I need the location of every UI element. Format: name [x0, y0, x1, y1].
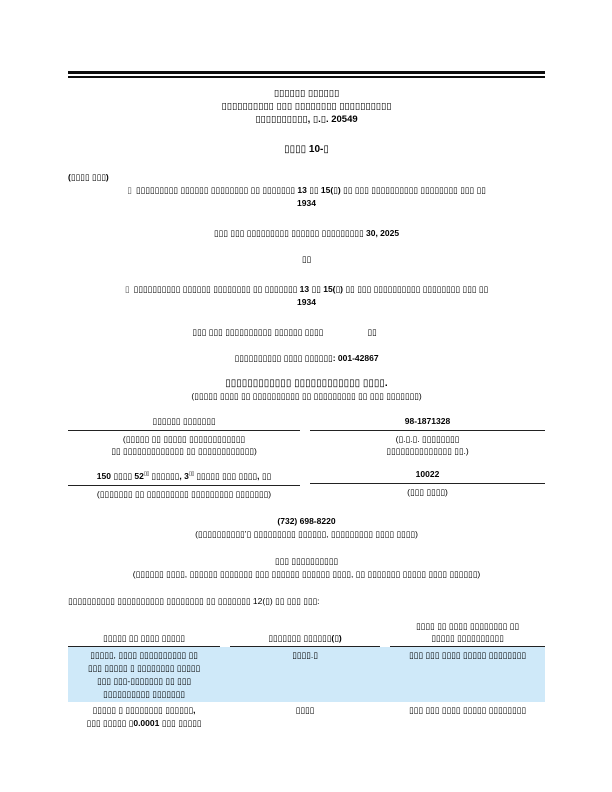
transition-report-text: ▯▯▯▯▯▯▯▯▯▯ ▯▯▯▯▯▯ ▯▯▯▯▯▯▯▯ ▯▯ ▯▯▯▯▯▯▯ 13… [133, 284, 489, 294]
header-exchange-name: ▯▯▯▯ ▯▯ ▯▯▯▯ ▯▯▯▯▯▯▯▯ ▯▯ ▯▯▯▯▯ ▯▯▯▯▯▯▯▯▯… [390, 620, 545, 647]
units-exchange: ▯▯▯ ▯▯▯ ▯▯▯▯ ▯▯▯▯▯ ▯▯▯▯▯▯▯▯ [408, 649, 527, 660]
securities-table: ▯▯▯▯▯ ▯▯ ▯▯▯▯ ▯▯▯▯▯ ▯▯▯▯▯▯▯ ▯▯▯▯▯▯(▯) ▯▯… [68, 620, 545, 730]
agency-address-line: ▯▯▯▯▯▯▯▯▯▯, ▯.▯. 20549 [255, 114, 358, 125]
quarterly-report-text: ▯▯▯▯▯▯▯▯▯ ▯▯▯▯▯▯ ▯▯▯▯▯▯▯▯ ▯▯ ▯▯▯▯▯▯▯ 13 … [135, 185, 486, 195]
transition-period-from: ▯▯▯ ▯▯▯ ▯▯▯▯▯▯▯▯▯▯ ▯▯▯▯▯▯ ▯▯▯▯ [192, 327, 324, 337]
shares-trading-symbol: ▯▯▯▯ [295, 704, 315, 715]
state-of-incorporation: ▯▯▯▯▯▯ ▯▯▯▯▯▯▯ [68, 415, 300, 431]
quarterly-period-line: ▯▯▯ ▯▯▯ ▯▯▯▯▯▯▯▯▯ ▯▯▯▯▯▯ ▯▯▯▯▯▯▯▯▯ 30, 2… [213, 228, 400, 238]
shares-exchange: ▯▯▯ ▯▯▯ ▯▯▯▯ ▯▯▯▯▯ ▯▯▯▯▯▯▯▯ [408, 704, 527, 715]
quarterly-report-item: ▯▯▯▯▯▯▯▯▯▯ ▯▯▯▯▯▯ ▯▯▯▯▯▯▯▯ ▯▯ ▯▯▯▯▯▯▯ 13… [68, 184, 545, 210]
units-trading-symbol: ▯▯▯▯.▯ [292, 649, 318, 660]
former-name-value: ▯▯▯ ▯▯▯▯▯▯▯▯▯▯ [274, 555, 339, 566]
table-row-units: ▯▯▯▯▯, ▯▯▯▯ ▯▯▯▯▯▯▯▯▯▯ ▯▯ ▯▯▯ ▯▯▯▯▯ ▯ ▯▯… [68, 646, 545, 702]
zip-code: 10022 [310, 468, 545, 484]
transition-checkbox-icon[interactable]: ▯ [124, 284, 130, 294]
top-double-rule [68, 71, 545, 78]
transition-period-to: ▯▯ [367, 327, 377, 337]
ein-caption: (▯.▯.▯. ▯▯▯▯▯▯▯▯ ▯▯▯▯▯▯▯▯▯▯▯▯▯▯ ▯▯.) [386, 434, 469, 456]
header-title-of-class: ▯▯▯▯▯ ▯▯ ▯▯▯▯ ▯▯▯▯▯ [68, 632, 220, 647]
ordinal-superscript: ▯▯ [188, 471, 195, 477]
ordinal-superscript: ▯▯ [143, 471, 150, 477]
state-column: ▯▯▯▯▯▯ ▯▯▯▯▯▯▯ (▯▯▯▯▯ ▯▯ ▯▯▯▯▯ ▯▯▯▯▯▯▯▯▯… [68, 415, 300, 457]
section-12b-line: ▯▯▯▯▯▯▯▯▯▯ ▯▯▯▯▯▯▯▯▯▯ ▯▯▯▯▯▯▯▯ ▯▯ ▯▯▯▯▯▯… [68, 595, 320, 606]
mark-one-label: (▯▯▯▯ ▯▯▯) [68, 172, 109, 182]
agency-name-line2: ▯▯▯▯▯▯▯▯▯▯ ▯▯▯ ▯▯▯▯▯▯▯▯ ▯▯▯▯▯▯▯▯▯▯ [221, 101, 392, 112]
header-trading-symbol: ▯▯▯▯▯▯▯ ▯▯▯▯▯▯(▯) [230, 632, 380, 647]
zip-caption: (▯▯▯ ▯▯▯▯) [407, 487, 448, 497]
incorporation-row: ▯▯▯▯▯▯ ▯▯▯▯▯▯▯ (▯▯▯▯▯ ▯▯ ▯▯▯▯▯ ▯▯▯▯▯▯▯▯▯… [68, 415, 545, 457]
telephone-caption: (▯▯▯▯▯▯▯▯▯▯’▯ ▯▯▯▯▯▯▯▯▯ ▯▯▯▯▯▯, ▯▯▯▯▯▯▯▯… [195, 528, 418, 539]
zip-column: 10022 (▯▯▯ ▯▯▯▯) [310, 468, 545, 500]
agency-name-line1: ▯▯▯▯▯▯ ▯▯▯▯▯▯ [273, 88, 340, 99]
ein-column: 98-1871328 (▯.▯.▯. ▯▯▯▯▯▯▯▯ ▯▯▯▯▯▯▯▯▯▯▯▯… [310, 415, 545, 457]
telephone-number: (732) 698-8220 [277, 515, 336, 526]
exact-name-caption: (▯▯▯▯▯ ▯▯▯▯ ▯▯ ▯▯▯▯▯▯▯▯▯▯ ▯▯ ▯▯▯▯▯▯▯▯▯ ▯… [191, 391, 422, 401]
address-caption: (▯▯▯▯▯▯▯ ▯▯ ▯▯▯▯▯▯▯▯▯ ▯▯▯▯▯▯▯▯▯ ▯▯▯▯▯▯▯) [96, 488, 272, 499]
quarterly-report-year: 1934 [297, 198, 316, 208]
state-caption: (▯▯▯▯▯ ▯▯ ▯▯▯▯▯ ▯▯▯▯▯▯▯▯▯▯▯▯ ▯▯ ▯▯▯▯▯▯▯▯… [111, 434, 257, 456]
transition-report-item: ▯▯▯▯▯▯▯▯▯▯▯ ▯▯▯▯▯▯ ▯▯▯▯▯▯▯▯ ▯▯ ▯▯▯▯▯▯▯ 1… [68, 283, 545, 309]
former-name-caption: (▯▯▯▯▯▯ ▯▯▯▯, ▯▯▯▯▯▯ ▯▯▯▯▯▯▯ ▯▯▯ ▯▯▯▯▯▯ … [132, 568, 481, 579]
table-row-shares: ▯▯▯▯▯ ▯ ▯▯▯▯▯▯▯▯ ▯▯▯▯▯▯, ▯▯▯ ▯▯▯▯▯ ▯0.00… [68, 702, 545, 730]
commission-file-number: ▯▯▯▯▯▯▯▯▯▯ ▯▯▯▯ ▯▯▯▯▯▯: 001-42867 [234, 353, 379, 363]
transition-report-year: 1934 [297, 297, 316, 307]
ein-number: 98-1871328 [310, 415, 545, 431]
securities-table-header: ▯▯▯▯▯ ▯▯ ▯▯▯▯ ▯▯▯▯▯ ▯▯▯▯▯▯▯ ▯▯▯▯▯▯(▯) ▯▯… [68, 620, 545, 647]
form-title: ▯▯▯▯ 10-▯ [284, 144, 329, 155]
address-row: 150 ▯▯▯▯ 52▯▯ ▯▯▯▯▯▯, 3▯▯ ▯▯▯▯▯ ▯▯▯ ▯▯▯▯… [68, 468, 545, 500]
transition-period-line: ▯▯▯ ▯▯▯ ▯▯▯▯▯▯▯▯▯▯ ▯▯▯▯▯▯ ▯▯▯▯ ▯▯ [68, 326, 545, 339]
or-separator: ▯▯ [301, 254, 312, 264]
principal-address: 150 ▯▯▯▯ 52▯▯ ▯▯▯▯▯▯, 3▯▯ ▯▯▯▯▯ ▯▯▯ ▯▯▯▯… [68, 468, 300, 486]
registrant-name: ▯▯▯▯▯▯▯▯▯▯▯▯ ▯▯▯▯▯▯▯▯▯▯▯▯ ▯▯▯▯. [225, 378, 388, 389]
address-column: 150 ▯▯▯▯ 52▯▯ ▯▯▯▯▯▯, 3▯▯ ▯▯▯▯▯ ▯▯▯ ▯▯▯▯… [68, 468, 300, 500]
shares-class-description: ▯▯▯▯▯ ▯ ▯▯▯▯▯▯▯▯ ▯▯▯▯▯▯, ▯▯▯ ▯▯▯▯▯ ▯0.00… [86, 704, 202, 728]
quarterly-checkbox-icon[interactable]: ▯ [127, 185, 132, 195]
units-class-description: ▯▯▯▯▯, ▯▯▯▯ ▯▯▯▯▯▯▯▯▯▯ ▯▯ ▯▯▯ ▯▯▯▯▯ ▯ ▯▯… [87, 649, 201, 700]
